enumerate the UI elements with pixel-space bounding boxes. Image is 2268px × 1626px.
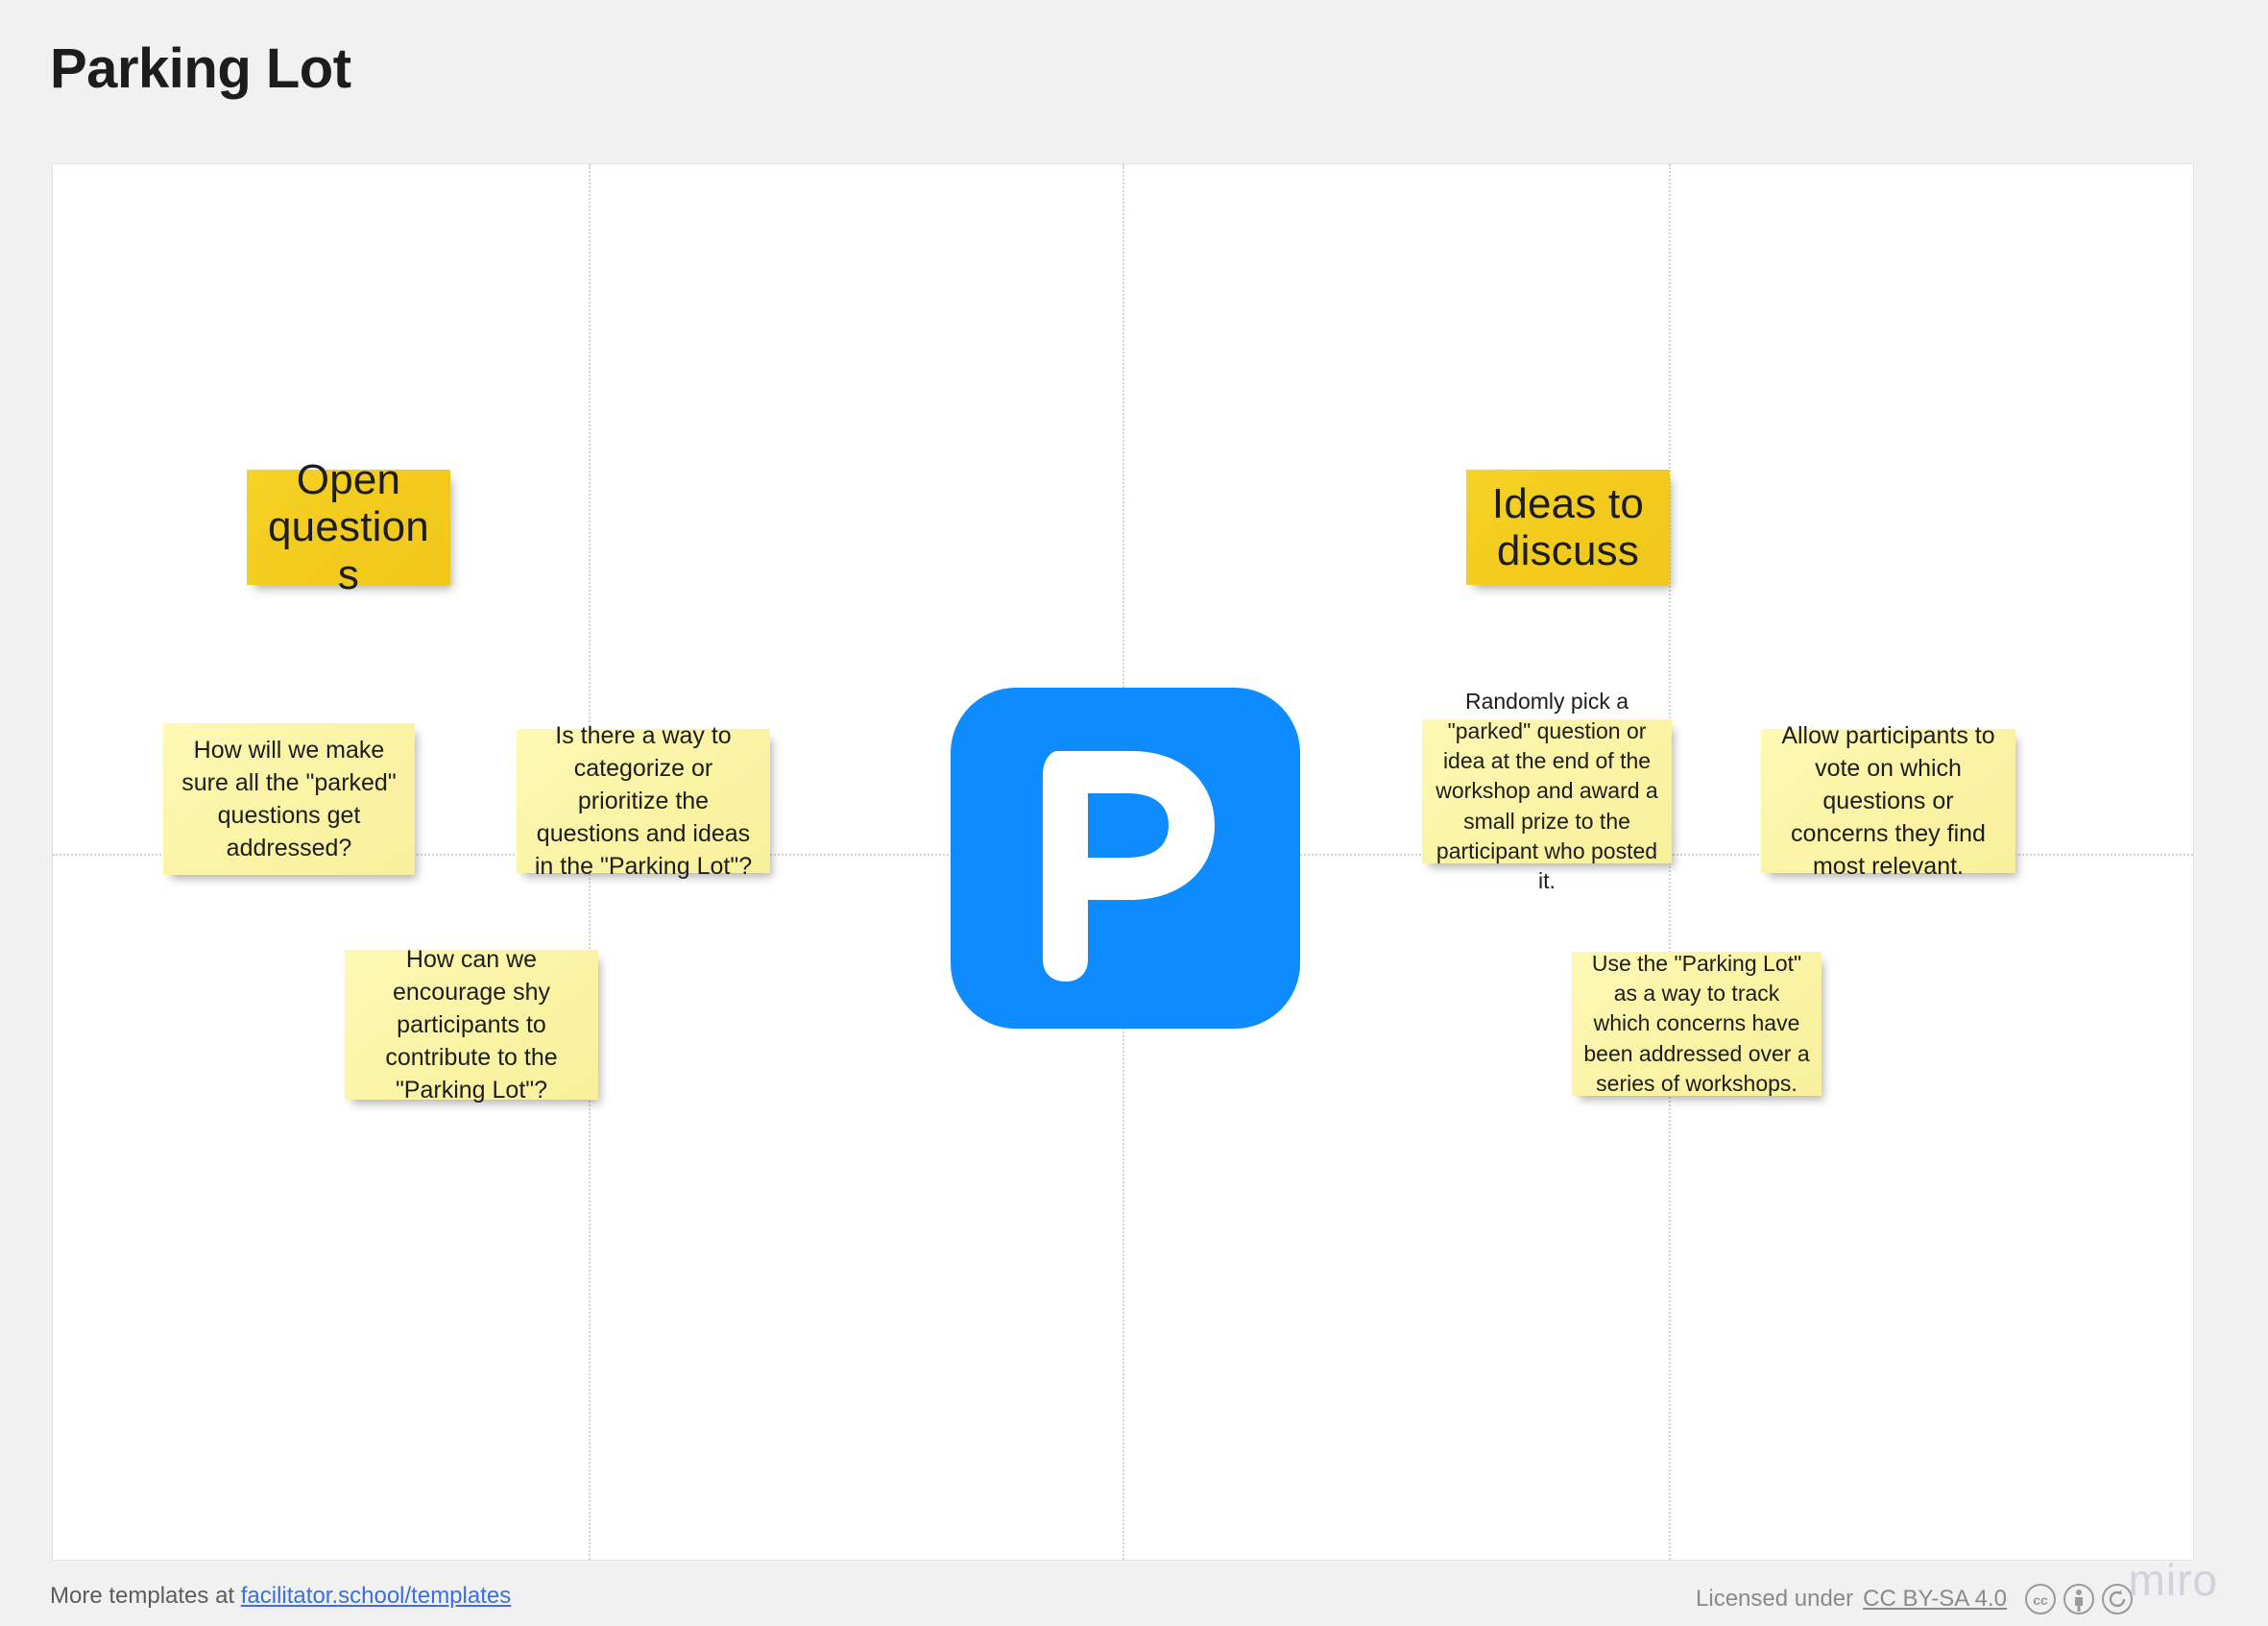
sticky-note-idea-1[interactable]: Randomly pick a "parked" question or ide… <box>1422 689 1672 893</box>
sticky-note-open-question-2[interactable]: Is there a way to categorize or prioriti… <box>517 722 770 880</box>
column-header-open-questions[interactable]: Open questions <box>247 456 450 598</box>
by-icon <box>2063 1583 2095 1615</box>
miro-watermark: miro <box>2128 1555 2218 1605</box>
footer-templates-text: More templates at facilitator.school/tem… <box>50 1583 511 1610</box>
parking-emoji-icon <box>951 688 1300 1029</box>
sticky-note-idea-3[interactable]: Use the "Parking Lot" as a way to track … <box>1572 951 1822 1096</box>
footer-templates-link[interactable]: facilitator.school/templates <box>240 1583 512 1609</box>
column-header-ideas-to-discuss[interactable]: Ideas to discuss <box>1466 470 1670 585</box>
footer-license-prefix: Licensed under <box>1696 1586 1854 1612</box>
footer: More templates at facilitator.school/tem… <box>0 1555 2268 1626</box>
sticky-note-open-question-3[interactable]: How can we encourage shy participants to… <box>345 946 598 1104</box>
svg-text:cc: cc <box>2033 1592 2048 1608</box>
sticky-note-idea-2[interactable]: Allow participants to vote on which ques… <box>1761 722 2015 880</box>
footer-license: Licensed under CC BY-SA 4.0 cc <box>1696 1583 2134 1615</box>
sa-icon <box>2101 1583 2134 1615</box>
cc-icon: cc <box>2024 1583 2057 1615</box>
board-canvas[interactable]: Open questions How will we make sure all… <box>52 163 2194 1561</box>
footer-license-link[interactable]: CC BY-SA 4.0 <box>1863 1586 2007 1612</box>
creative-commons-icons: cc <box>2024 1583 2134 1615</box>
sticky-note-open-question-1[interactable]: How will we make sure all the "parked" q… <box>163 723 415 875</box>
footer-templates-prefix: More templates at <box>50 1583 241 1609</box>
page-title: Parking Lot <box>50 37 351 100</box>
